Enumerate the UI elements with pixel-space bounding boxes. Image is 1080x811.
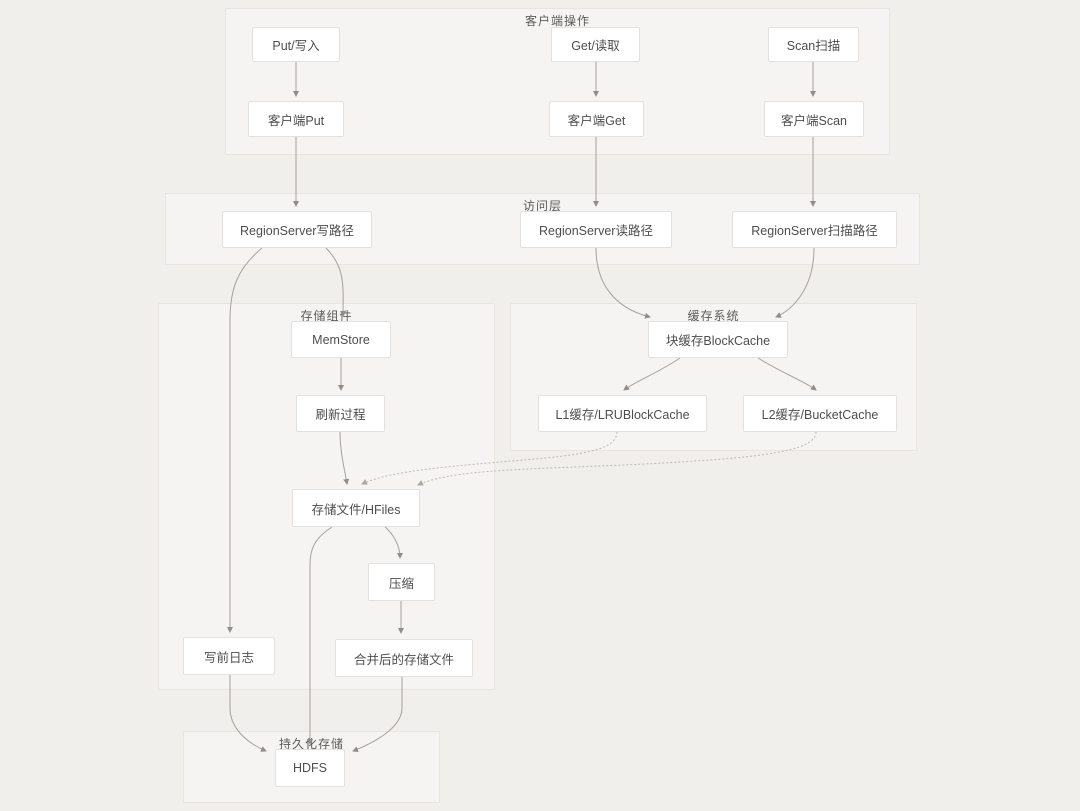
node-memstore: MemStore bbox=[291, 321, 391, 358]
node-wal: 写前日志 bbox=[183, 637, 275, 675]
node-hfiles: 存储文件/HFiles bbox=[292, 489, 420, 527]
node-compaction: 压缩 bbox=[368, 563, 435, 601]
node-client-get: 客户端Get bbox=[549, 101, 644, 137]
node-get-read: Get/读取 bbox=[551, 27, 640, 62]
node-rs-scan-path: RegionServer扫描路径 bbox=[732, 211, 897, 248]
node-merged-files: 合并后的存储文件 bbox=[335, 639, 473, 677]
node-client-put: 客户端Put bbox=[248, 101, 344, 137]
group-label-access-layer: 访问层 bbox=[522, 199, 562, 213]
node-client-scan: 客户端Scan bbox=[764, 101, 864, 137]
node-block-cache: 块缓存BlockCache bbox=[648, 321, 788, 358]
node-hdfs: HDFS bbox=[275, 749, 345, 787]
node-scan-scan: Scan扫描 bbox=[768, 27, 859, 62]
group-label-cache-system: 缓存系统 bbox=[687, 309, 740, 323]
node-put-write: Put/写入 bbox=[252, 27, 340, 62]
node-rs-write-path: RegionServer写路径 bbox=[222, 211, 372, 248]
node-rs-read-path: RegionServer读路径 bbox=[520, 211, 672, 248]
node-flush-process: 刷新过程 bbox=[296, 395, 385, 432]
node-l1-cache: L1缓存/LRUBlockCache bbox=[538, 395, 707, 432]
group-label-client-ops: 客户端操作 bbox=[524, 14, 590, 28]
node-l2-cache: L2缓存/BucketCache bbox=[743, 395, 897, 432]
